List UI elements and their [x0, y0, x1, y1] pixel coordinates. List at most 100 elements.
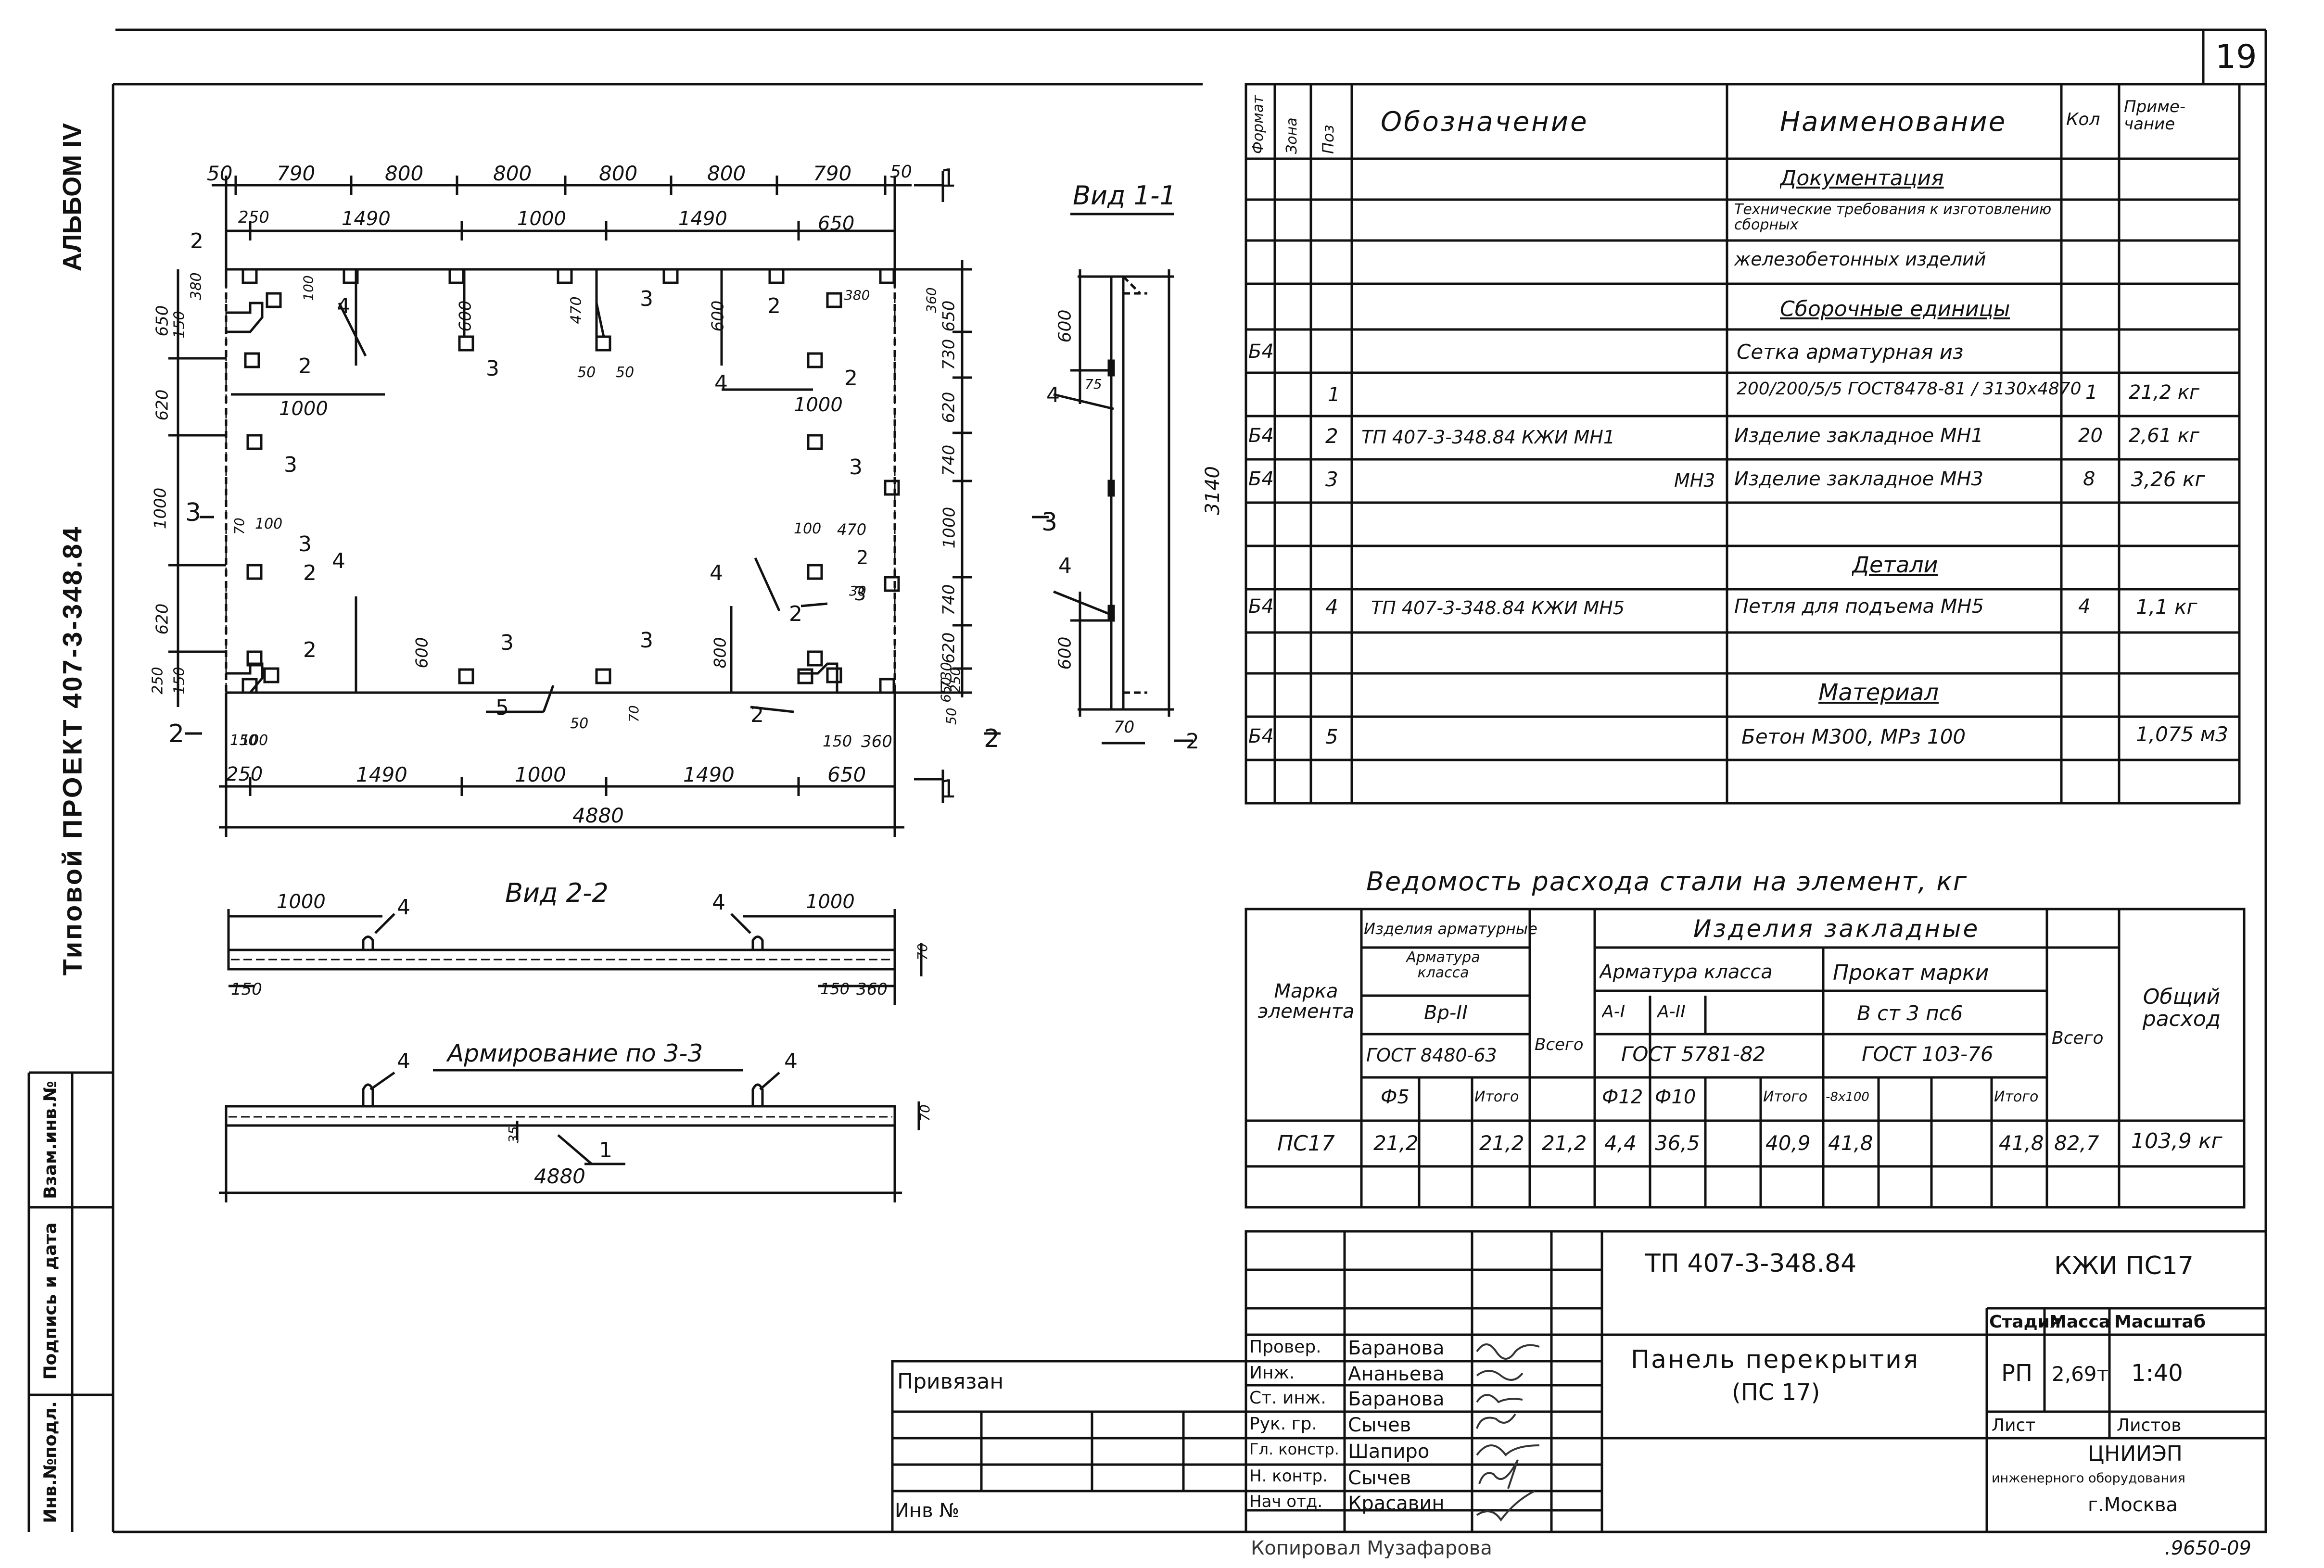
spec-section-details: Детали [1852, 553, 1938, 577]
steel-row-itogo1: 21,2 [1479, 1133, 1524, 1154]
dim-bottom-2: 1000 [515, 763, 566, 786]
steel-h-rebar-class: Арматура класса [1406, 950, 1480, 980]
spec-row-2-pos: 2 [1325, 426, 1338, 447]
view22-callout-4a: 4 [397, 895, 410, 920]
spec-row-5-name: Бетон М300, МРз 100 [1741, 726, 1966, 748]
spec-section-docs: Документация [1780, 167, 1944, 190]
steel-row-d5: 21,2 [1373, 1133, 1419, 1154]
dim-top-0: 50 [207, 162, 233, 185]
dim-150c: 150 [230, 732, 258, 749]
sheet-number: 19 [2215, 38, 2257, 76]
spec-row-5-note: 1,075 м3 [2136, 724, 2228, 746]
steel-grade: В ст 3 пс6 [1857, 1003, 1963, 1024]
section-mark-2-right: 2 [984, 724, 1000, 753]
dim-second-3: 1490 [678, 208, 727, 230]
title-code: ТП 407-3-348.84 [1645, 1251, 1857, 1277]
dim-top-1: 790 [277, 162, 316, 185]
steel-row-d10: 36,5 [1655, 1133, 1700, 1154]
signer-role-5: Н. контр. [1249, 1468, 1328, 1485]
title-sheet-header: Лист [1992, 1416, 2036, 1435]
section-mark-2-left: 2 [168, 720, 185, 748]
callout-4-d: 4 [710, 561, 723, 585]
spec-row-3-fmt: Б4 [1248, 469, 1274, 489]
dim-50b: 50 [570, 715, 589, 732]
spec-row-3-pos: 3 [1325, 469, 1338, 491]
signer-name-6: Красавин [1348, 1493, 1445, 1514]
dim-second-4: 650 [818, 213, 855, 235]
steel-row-mark: ПС17 [1277, 1133, 1335, 1155]
callout-3-b: 3 [486, 356, 499, 381]
view22-dim-1000-right: 1000 [806, 891, 855, 913]
steel-row-overall: 103,9 кг [2131, 1130, 2222, 1153]
callout-2-b: 2 [767, 294, 781, 318]
dim-1000-a: 1000 [279, 398, 328, 420]
title-inv: Инв № [895, 1501, 959, 1521]
dim-100d: 100 [241, 732, 268, 749]
dim-bottom-4: 650 [827, 763, 866, 786]
callout-2-c: 2 [298, 354, 312, 379]
callout-2-e: 2 [856, 547, 869, 569]
copyist-note: Копировал Музафарова [1251, 1538, 1492, 1558]
steel-h-total-mesh: Всего [1535, 1037, 1584, 1054]
steel-col-strip: -8х100 [1826, 1091, 1869, 1104]
callout-3-f: 3 [500, 631, 514, 655]
title-name: Панель перекрытия [1631, 1347, 1920, 1373]
steel-row-itogo3: 41,8 [1999, 1133, 2044, 1154]
steel-h-embedded: Изделия закладные [1693, 916, 1980, 942]
spec-row-3-des: МН3 [1674, 471, 1715, 491]
spec-header-name: Наименование [1780, 108, 2007, 137]
dim-top-7: 50 [890, 162, 912, 182]
view-2-2-title: Вид 2-2 [505, 878, 609, 908]
view11-dim-75: 75 [1085, 376, 1102, 392]
view-3-3-title: Армирование по 3-3 [447, 1039, 703, 1067]
spec-row-2-name: Изделие закладное МН1 [1734, 426, 1984, 446]
title-stage: РП [2001, 1361, 2033, 1386]
signer-role-1: Инж. [1249, 1364, 1295, 1382]
callout-2-g: 2 [789, 602, 802, 626]
steel-row-total2: 82,7 [2054, 1133, 2099, 1154]
dim-second-1: 1490 [342, 208, 391, 230]
steel-h-total-emb: Всего [2052, 1029, 2104, 1048]
callout-4-b: 4 [714, 371, 728, 395]
spec-row-4-fmt: Б4 [1248, 596, 1274, 617]
dim-360: 360 [861, 732, 892, 751]
steel-col-itogo3: Итого [1994, 1089, 2039, 1105]
dim-second-0: 250 [238, 208, 269, 227]
title-scale-header: Масштаб [2114, 1313, 2206, 1331]
dim-150d: 150 [823, 732, 852, 750]
title-org-2: инженерного оборудования [1992, 1472, 2185, 1486]
spec-row-2-fmt: Б4 [1248, 426, 1274, 446]
dim-bottom-1: 1490 [356, 763, 407, 786]
spec-header-note: Приме-чание [2124, 99, 2186, 133]
spec-row-1-name: 200/200/5/5 ГОСТ8478-81 / 3130х4870 [1737, 380, 2082, 398]
steel-col-d12: Ф12 [1602, 1087, 1643, 1107]
signer-role-3: Рук. гр. [1249, 1415, 1317, 1433]
steel-col-d5: Ф5 [1381, 1087, 1410, 1107]
steel-row-d12: 4,4 [1604, 1133, 1637, 1154]
dim-1000-b: 1000 [794, 394, 843, 416]
callout-2-a: 2 [190, 229, 203, 253]
view33-dim-4880: 4880 [534, 1164, 585, 1188]
callout-4-a: 4 [337, 294, 350, 318]
steel-row-itogo2: 40,9 [1765, 1133, 1811, 1154]
title-sheets-header: Листов [2117, 1416, 2182, 1435]
spec-row-mesh-name: Сетка арматурная из [1737, 341, 1964, 363]
steel-class-bp: Вр-II [1424, 1003, 1468, 1023]
steel-h-rolled: Прокат марки [1833, 962, 1989, 985]
section-mark-1-bottom: 1 [940, 775, 957, 804]
spec-row-1-pos: 1 [1328, 385, 1340, 405]
view11-callout-4a: 4 [1046, 383, 1060, 407]
title-bound: Привязан [897, 1371, 1004, 1393]
dim-50: 50 [577, 364, 596, 381]
spec-row-4-name: Петля для подъема МН5 [1734, 596, 1984, 617]
dim-bottom-3: 1490 [683, 763, 735, 786]
spec-row-4-des: ТП 407-3-348.84 КЖИ МН5 [1371, 599, 1625, 618]
view33-callout-1: 1 [599, 1138, 612, 1163]
callout-2-f: 2 [303, 561, 317, 585]
